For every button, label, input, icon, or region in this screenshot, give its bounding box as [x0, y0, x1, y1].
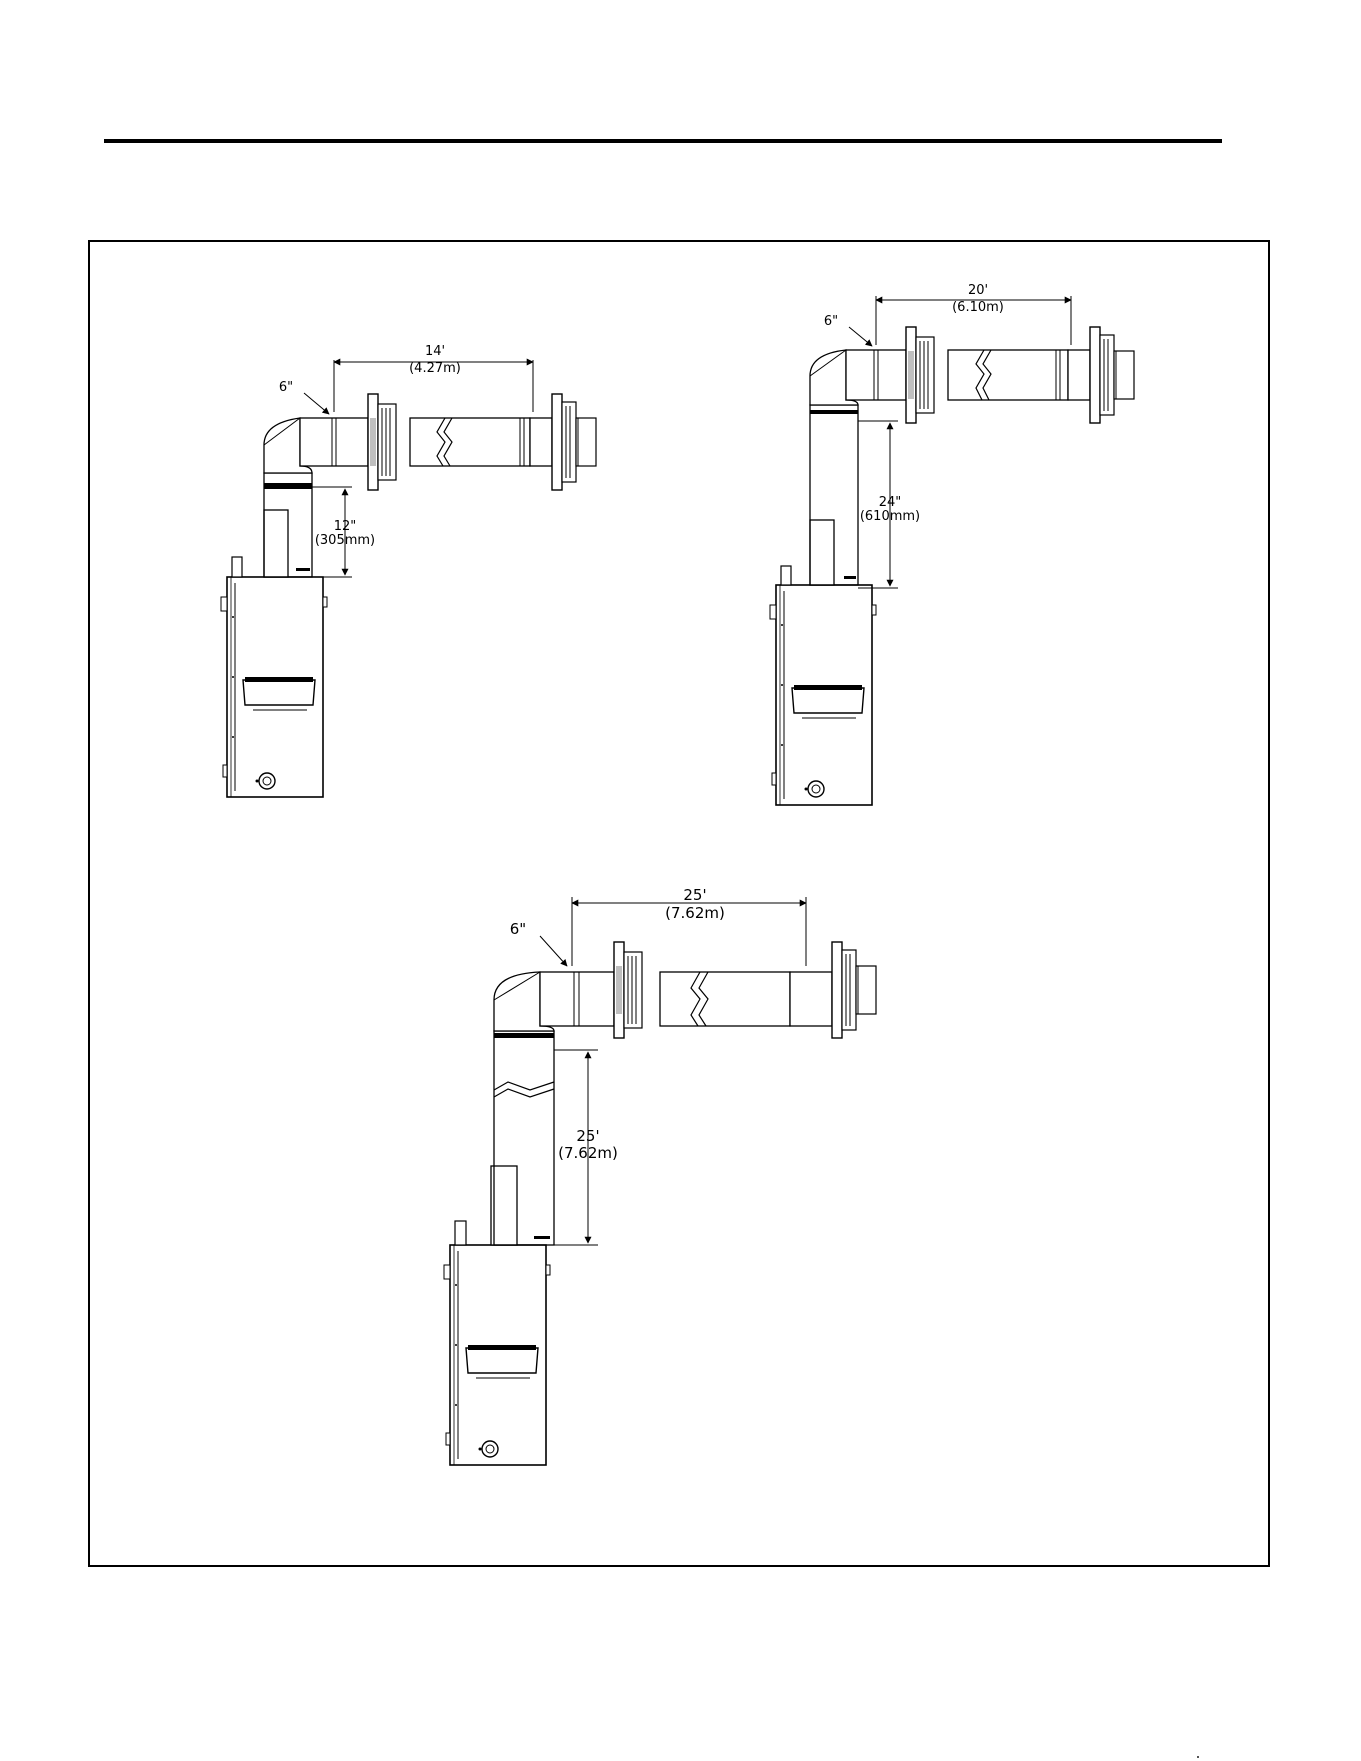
config-1-horizontal-metric: (4.27m): [409, 361, 461, 376]
config-3-vertical-metric: (7.62m): [558, 1144, 618, 1162]
config-2-vertical-metric: (610mm): [860, 509, 920, 524]
config-1-vertical-label: 12": [334, 519, 357, 534]
configuration-2: 20' (6.10m) 24" (610mm) 6": [770, 283, 1134, 805]
config-2-horizontal-metric: (6.10m): [952, 300, 1004, 315]
config-3-horizontal-metric: (7.62m): [665, 904, 725, 922]
page-corner-mark: [1197, 1756, 1199, 1758]
config-2-horizontal-label: 20': [968, 283, 988, 298]
config-3-offset-label: 6": [510, 920, 526, 938]
config-1-horizontal-label: 14': [425, 344, 445, 359]
config-1-vertical-metric: (305mm): [315, 533, 375, 548]
config-3-vertical-label: 25': [576, 1127, 599, 1145]
config-1-offset-label: 6": [279, 380, 293, 395]
config-3-horizontal-label: 25': [683, 886, 706, 904]
config-2-vertical-label: 24": [879, 495, 902, 510]
configuration-1: 14' (4.27m) 12" (305mm) 6": [221, 344, 596, 797]
config-2-offset-label: 6": [824, 314, 838, 329]
configuration-3: 25' (7.62m) 25' (7.62m) 6": [444, 886, 876, 1465]
